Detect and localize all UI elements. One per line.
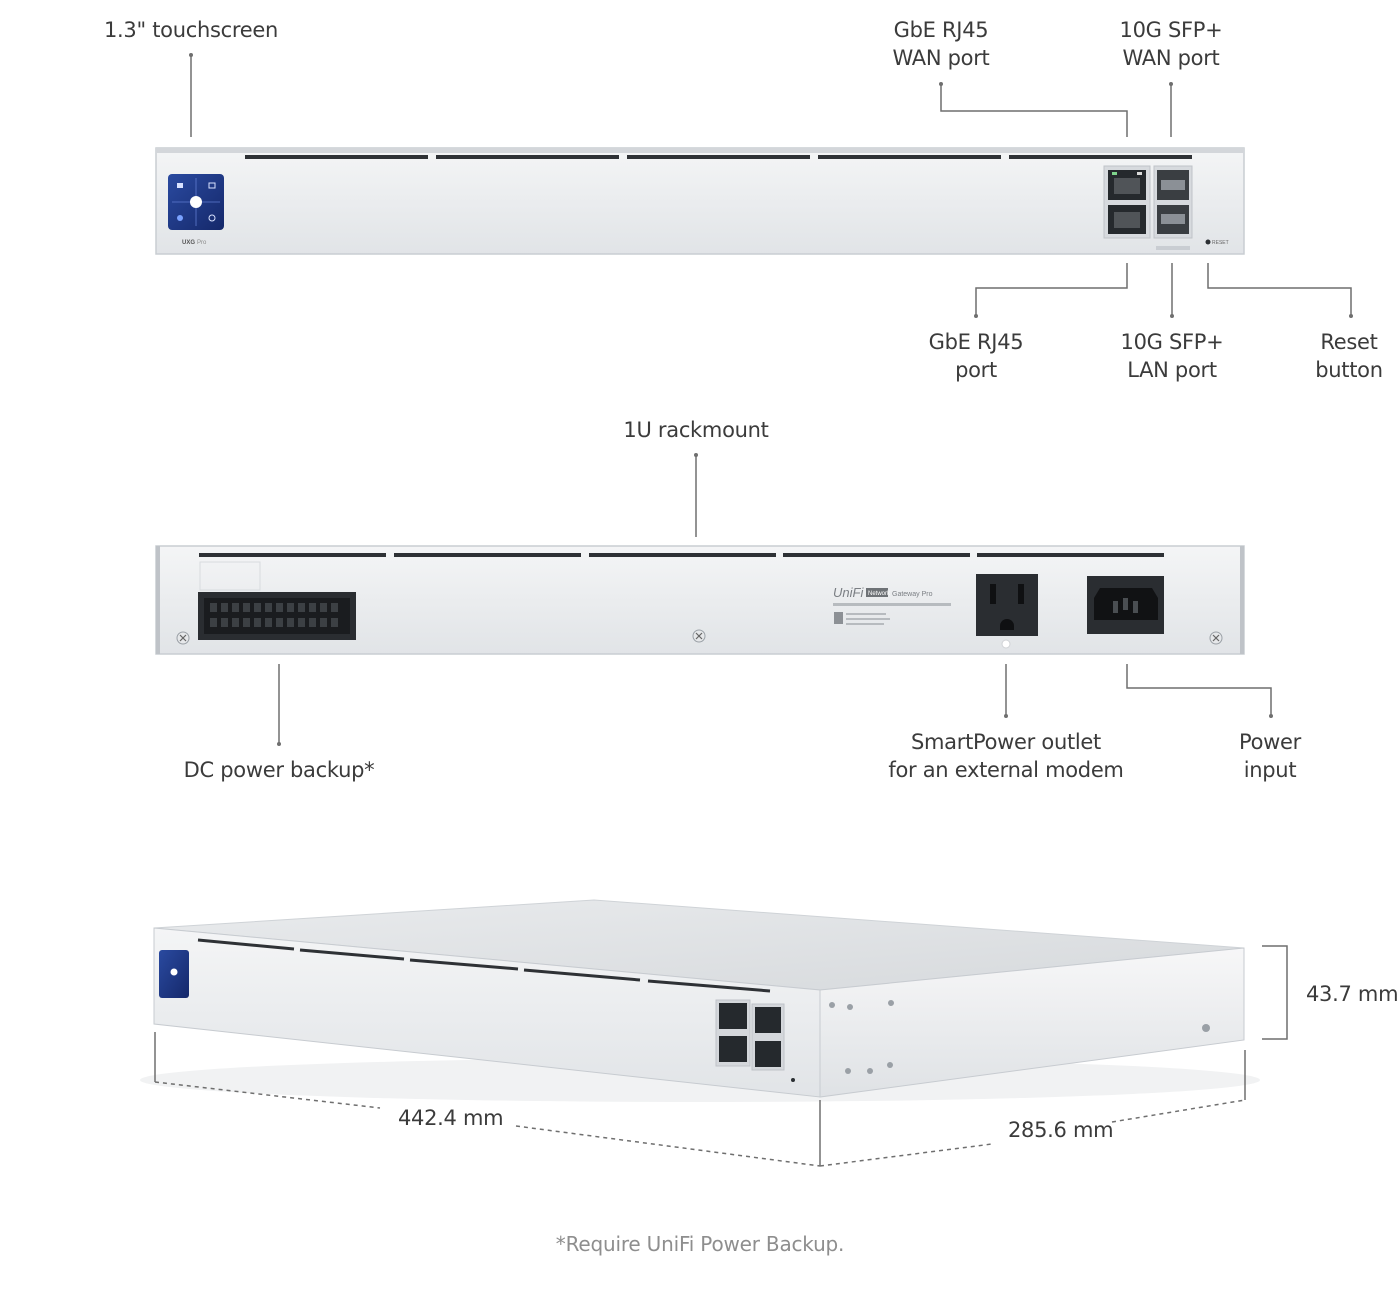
model-badge: UXG xyxy=(182,240,195,246)
label-gbe-wan-port: GbE RJ45 WAN port xyxy=(861,16,1021,72)
label-line-2: WAN port xyxy=(892,46,990,70)
dc-connector xyxy=(198,592,356,640)
label-line-1: GbE RJ45 xyxy=(928,330,1024,354)
label-line-2: LAN port xyxy=(1127,358,1217,382)
label-line-2: button xyxy=(1315,358,1383,382)
touchscreen-display xyxy=(168,174,224,230)
dimension-width: 442.4 mm xyxy=(398,1106,504,1130)
label-line-2: WAN port xyxy=(1122,46,1220,70)
label-touchscreen-text: 1.3" touchscreen xyxy=(104,18,278,42)
reset-button-hole xyxy=(1205,239,1211,245)
regulatory-text xyxy=(833,603,951,625)
label-dc-text: DC power backup* xyxy=(183,758,375,782)
reset-mark: RESET xyxy=(1212,240,1229,246)
iso-vent-slots xyxy=(197,938,771,993)
vent-slots xyxy=(245,155,1192,159)
rear-leader-lines xyxy=(277,453,1273,746)
label-line-2: for an external modem xyxy=(888,758,1124,782)
brand-logo: UniFi xyxy=(833,585,864,600)
dimension-depth: 285.6 mm xyxy=(1008,1118,1114,1142)
label-line-1: Reset xyxy=(1320,330,1378,354)
rj45-ports xyxy=(1103,165,1151,239)
label-line-2: port xyxy=(955,358,997,382)
label-power-input: Power input xyxy=(1215,728,1325,784)
rear-vent-slots xyxy=(199,553,1164,557)
dimension-lines xyxy=(154,945,1288,1167)
power-inlet xyxy=(1087,576,1164,634)
label-smartpower-outlet: SmartPower outlet for an external modem xyxy=(876,728,1136,784)
label-touchscreen: 1.3" touchscreen xyxy=(100,16,282,44)
brand-model: Gateway Pro xyxy=(892,591,933,598)
label-reset-button: Reset button xyxy=(1299,328,1399,384)
label-line-1: SmartPower outlet xyxy=(911,730,1101,754)
label-line-2: input xyxy=(1243,758,1297,782)
label-dc-power-backup: DC power backup* xyxy=(169,756,389,784)
sfp-ports xyxy=(1153,165,1193,250)
label-rackmount: 1U rackmount xyxy=(606,416,786,444)
front-panel: UXG Pro RESET xyxy=(155,147,1245,255)
front-leader-lines xyxy=(189,53,1353,318)
label-line-1: Power xyxy=(1239,730,1301,754)
iso-screws xyxy=(829,1000,1210,1074)
smartpower-outlet xyxy=(976,574,1038,649)
label-line-1: 10G SFP+ xyxy=(1119,18,1223,42)
model-suffix: Pro xyxy=(197,240,207,246)
footnote: *Require UniFi Power Backup. xyxy=(555,1232,845,1256)
label-sfp-lan-port: 10G SFP+ LAN port xyxy=(1092,328,1252,384)
dimension-height: 43.7 mm xyxy=(1306,982,1399,1006)
label-line-1: 10G SFP+ xyxy=(1120,330,1224,354)
isometric-view xyxy=(140,899,1260,1102)
brand-tag: Network xyxy=(868,591,891,597)
label-gbe-port: GbE RJ45 port xyxy=(896,328,1056,384)
label-sfp-wan-port: 10G SFP+ WAN port xyxy=(1091,16,1251,72)
label-line-1: GbE RJ45 xyxy=(893,18,989,42)
label-rackmount-text: 1U rackmount xyxy=(623,418,769,442)
rear-panel: UniFi Network Gateway Pro xyxy=(155,545,1245,655)
